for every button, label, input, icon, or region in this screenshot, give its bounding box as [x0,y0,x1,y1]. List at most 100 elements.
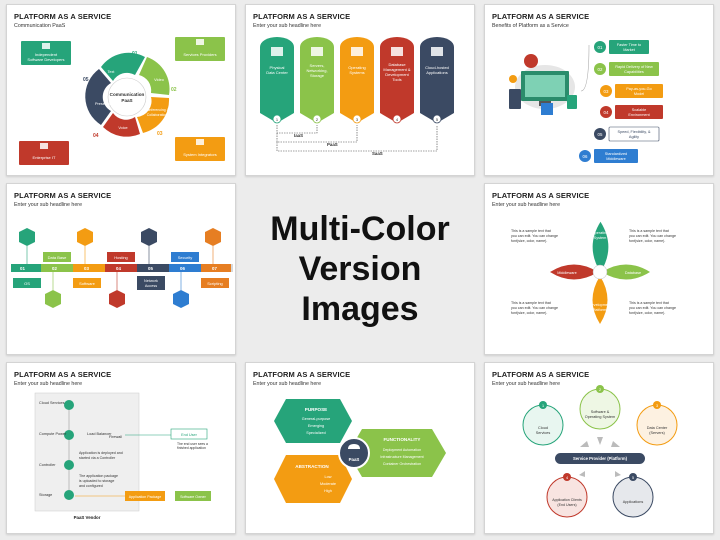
note: is uploaded to storage [79,479,114,483]
column-label: Database [388,62,406,67]
hex-item: General-purpose [302,417,331,421]
slide-subtitle: Enter your sub headline here [253,23,322,29]
slide-subtitle: Enter your sub headline here [253,381,322,387]
circle-data-center: 3 Data Center (Servers) [636,401,678,446]
segment-label: Conferencing & [145,108,170,112]
node-label: Controller [39,463,56,467]
sample-text-bottom-right: This is a sample text that you can edit.… [629,301,676,315]
box-label: Enterprise IT [33,155,56,160]
slide-title: PLATFORM AS A SERVICE [253,370,351,379]
hexagon-paas-diagram: PaaS PURPOSE General-purpose Emerging Sp… [274,399,446,503]
benefit-label: Capabilities [624,70,644,74]
step-label: Hosting [114,255,128,260]
node-label: Storage [39,493,52,497]
column-label: Operating [348,65,366,70]
note: Application is deployed and [79,451,123,455]
node-label: Firewall [109,435,122,439]
column-database [380,37,414,123]
slide-service-provider[interactable]: PLATFORM AS A SERVICE Enter your sub hea… [484,362,714,534]
column-label: Networking, [306,68,327,73]
box-label: Services Providers [183,52,216,57]
box-label: System Integrators [183,152,217,157]
hex-functionality [348,429,446,477]
segment-number: 05 [83,77,89,83]
hex-title: PURPOSE [305,407,327,412]
segment-label: Video [154,78,164,82]
petal-label: Platforms [592,308,608,312]
diagram-text: Applications [623,500,644,504]
slide-paas-vendor[interactable]: PLATFORM AS A SERVICE Enter your sub hea… [6,362,236,534]
column-label: Tools [392,77,401,82]
segment-conferencing [137,97,170,133]
note: finished application [177,446,206,450]
column-servers [300,37,334,124]
step-label: Network [144,279,158,283]
slide-communication-paas[interactable]: PLATFORM AS A SERVICE Communication PaaS… [6,4,236,176]
column-number: 1 [276,117,279,122]
benefit-label: Environment [628,113,650,117]
node-label: Compute Power [39,432,67,436]
os-icon [351,47,363,56]
benefit-label: Middleware [606,157,625,161]
note: started via a Controller [79,456,116,460]
slide-service-layers[interactable]: PLATFORM AS A SERVICE Enter your sub hea… [245,4,475,176]
circle-application-clients: 4 Application Clients (End Users) [546,473,588,518]
segment-number: 03 [157,131,163,137]
bracket-iaas: IaaS [294,133,303,138]
service-layer-columns: Physical Data Center 1 Servers, Networki… [260,37,454,156]
diagram-text: you can edit. You can change [511,234,558,238]
petal-label: Database [625,271,641,275]
hex-item: Deployment Automation [383,448,421,452]
heading-line-1: Multi-Color [270,210,450,248]
step-number: 02 [52,266,57,271]
note: The application package [79,474,118,478]
diagram-text: font(size, color, name). [511,311,547,315]
column-label: Applications [426,70,448,75]
step-label: Access [145,284,157,288]
column-label: Servers, [310,63,325,68]
column-label: Physical [270,65,285,70]
diagram-text: Application Clients [552,498,582,502]
hex-item: Emerging [308,424,324,428]
slide-benefits[interactable]: PLATFORM AS A SERVICE Benefits of Platfo… [484,4,714,176]
cloud-computer-illustration [509,54,577,115]
diagram-text: This is a sample text that [629,301,669,305]
step-label: Software [79,281,96,286]
column-physical-data-center [260,37,294,123]
hex-abstraction [274,455,352,503]
diagram-text: 2 [599,388,601,392]
note: The end user sees a [177,442,208,446]
petal-development [592,276,608,324]
node-label: Application Package [129,495,162,499]
petal-label: Middleware [557,271,576,275]
node-label: Software Owner [180,495,207,499]
circle-software-os: 2 Software & Operating System [579,385,621,430]
diagram-text: Cloud [538,426,548,430]
hex-item: Infrastructure Management [380,455,423,459]
column-number: 5 [436,117,439,122]
petal-operating-system [592,221,609,273]
benefit-number: 06 [583,154,588,159]
segment-video [139,57,170,95]
slide-petal-diagram[interactable]: PLATFORM AS A SERVICE Enter your sub hea… [484,183,714,355]
slide-hexagon-paas[interactable]: PLATFORM AS A SERVICE Enter your sub hea… [245,362,475,534]
column-operating-systems [340,37,374,123]
circle-applications: 5 Applications [612,473,654,518]
diagram-text: This is a sample text that [511,301,551,305]
slide-subtitle: Enter your sub headline here [492,381,561,387]
timeline-diagram: 01 02 03 04 05 06 07 OS Data Base Softwa… [11,228,233,308]
hex-purpose [274,399,352,443]
step-label: Scripting [207,281,223,286]
column-label: Management & [383,67,410,72]
step-number: 01 [20,266,25,271]
slide-timeline[interactable]: PLATFORM AS A SERVICE Enter your sub hea… [6,183,236,355]
benefit-label: Agility [629,135,639,139]
security-hex-icon [173,290,189,308]
column-label: Cloud-hosted [425,65,449,70]
vendor-footer: PaaS Vendor [74,515,101,520]
diagram-text: 4 [566,476,568,480]
communication-cycle-diagram: Independent Software Developers Services… [19,37,225,165]
center-circle [338,437,370,469]
slide-subtitle: Enter your sub headline here [14,381,83,387]
circle-cloud-services: 1 Cloud Services [522,401,564,446]
